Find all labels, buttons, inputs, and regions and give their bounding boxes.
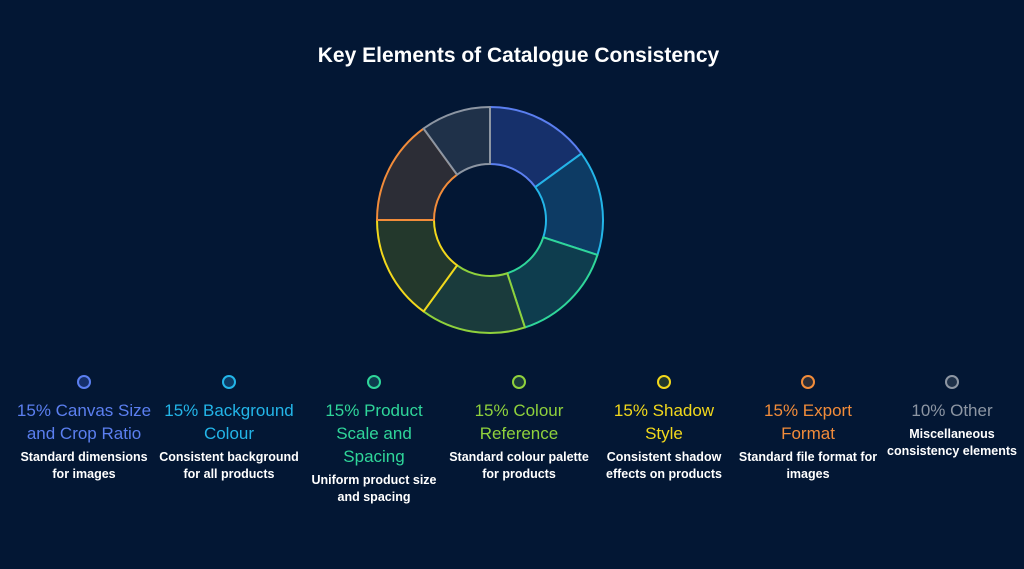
legend-description-7: Miscellaneous consistency elements [887, 427, 1017, 458]
legend-marker-5 [657, 375, 671, 389]
legend-description-3: Uniform product size and spacing [311, 473, 437, 504]
chart-title: Key Elements of Catalogue Consistency [317, 44, 720, 67]
legend-label-7: 10% Other [911, 401, 993, 420]
donut-slice-7 [422, 106, 491, 176]
legend-label-4: 15% Colour Reference [474, 401, 564, 443]
legend-marker-4 [512, 375, 526, 389]
legend-label-2: 15% Background Colour [164, 401, 294, 443]
legend-label-3: 15% Product Scale and Spacing [325, 401, 423, 466]
legend-marker-3 [367, 375, 381, 389]
legend-label-1: 15% Canvas Size and Crop Ratio [16, 401, 152, 443]
legend-description-2: Consistent background for all products [159, 450, 299, 481]
legend-description-6: Standard file format for images [738, 450, 878, 481]
legend-marker-6 [801, 375, 815, 389]
legend-description-1: Standard dimensions for images [20, 450, 148, 481]
legend-marker-1 [77, 375, 91, 389]
legend-description-4: Standard colour palette for products [449, 450, 589, 481]
legend-marker-7 [945, 375, 959, 389]
legend-label-6: 15% Export Format [764, 401, 852, 443]
legend-label-5: 15% Shadow Style [613, 401, 715, 443]
legend-marker-2 [222, 375, 236, 389]
legend-description-5: Consistent shadow effects on products [606, 450, 722, 481]
